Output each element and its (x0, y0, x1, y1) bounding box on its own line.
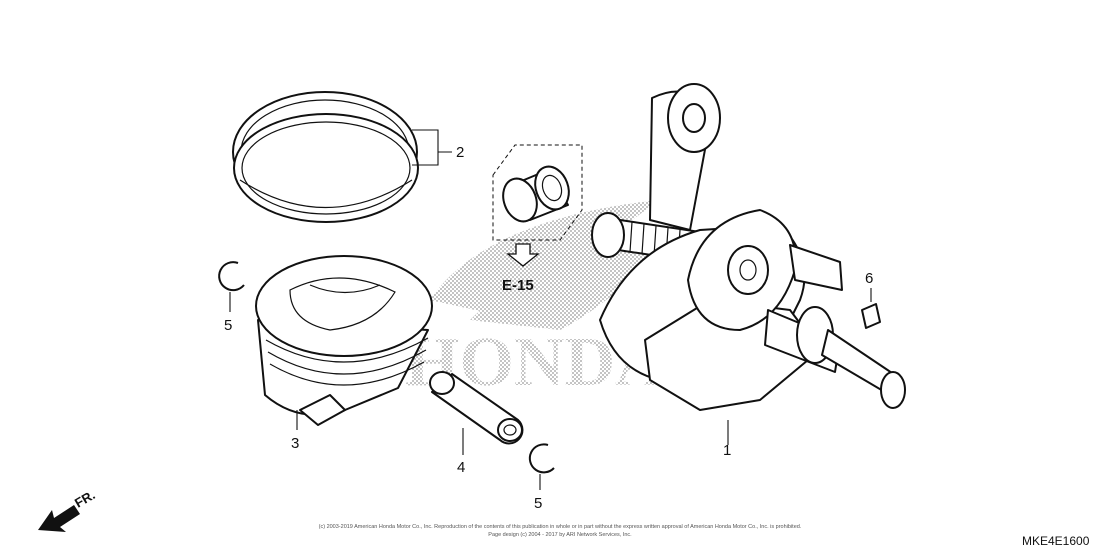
copyright-line-2: Page design (c) 2004 - 2017 by ARI Netwo… (488, 532, 632, 538)
callout-4: 4 (457, 459, 465, 476)
diagram-code: MKE4E1600 (1022, 534, 1090, 548)
piston[interactable] (255, 255, 433, 426)
front-arrow-icon (38, 505, 80, 532)
reference-arrow-icon (506, 243, 540, 267)
reference-bearing-group[interactable]: E-15 (492, 144, 583, 294)
woodruff-key[interactable] (861, 303, 881, 329)
front-direction-indicator: FR. (38, 487, 98, 532)
piston-pin[interactable] (429, 371, 524, 445)
piston-rings-leader (412, 129, 452, 166)
callout-2: 2 (456, 144, 464, 161)
callout-5-left: 5 (224, 317, 232, 334)
clip-left[interactable] (218, 261, 245, 292)
copyright-line-1: (c) 2003-2019 American Honda Motor Co., … (319, 524, 802, 530)
clip-right[interactable] (528, 443, 555, 474)
crankshaft[interactable] (591, 83, 906, 411)
bearing (502, 165, 570, 223)
front-label: FR. (72, 487, 98, 510)
reference-label: E-15 (502, 277, 534, 294)
wing-logo-watermark (430, 200, 700, 330)
callout-5-right: 5 (534, 495, 542, 512)
honda-watermark: HONDA (405, 200, 700, 401)
callout-6: 6 (865, 270, 873, 287)
callout-3: 3 (291, 435, 299, 452)
callout-1: 1 (723, 442, 731, 459)
piston-rings[interactable] (232, 91, 419, 223)
